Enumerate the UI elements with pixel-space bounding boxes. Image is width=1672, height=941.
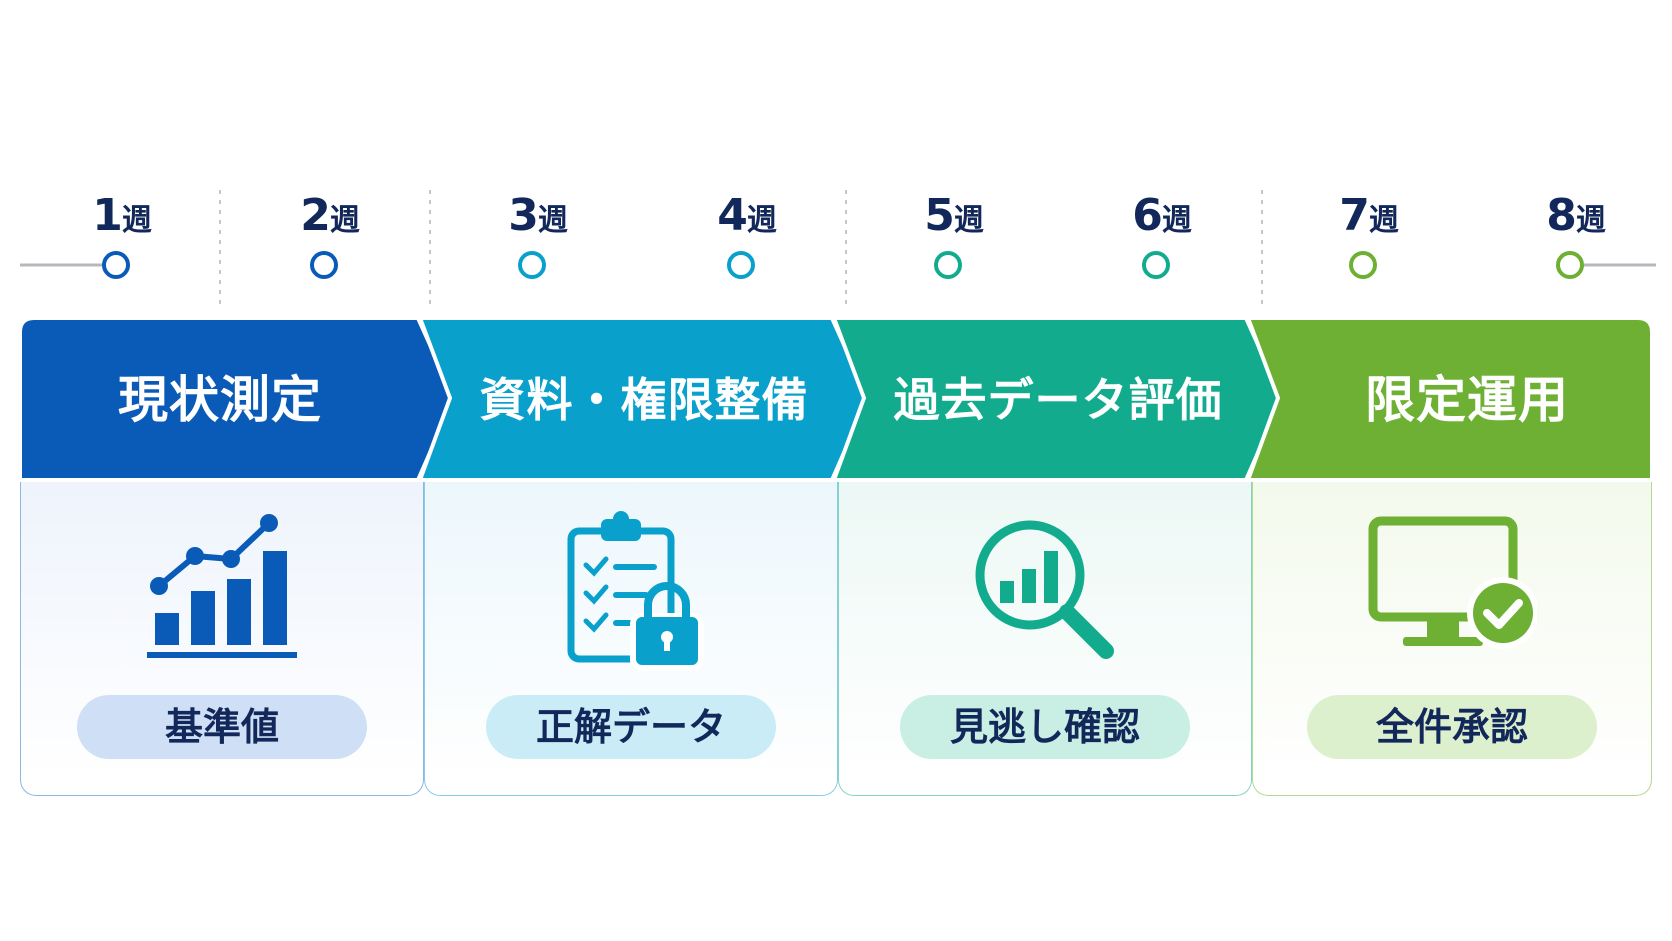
timeline-node [1349,251,1377,279]
week-number: 7 [1339,190,1370,241]
timeline-node [934,251,962,279]
week-label: 1週 [92,190,152,241]
phase-title: 資料・権限整備 [479,373,809,427]
phase-card: 過去データ評価 見逃し確認 [831,316,1285,796]
timeline-node [1556,251,1584,279]
timeline-node [727,251,755,279]
timeline-node [1142,251,1170,279]
phase-header [1245,316,1654,482]
week-label: 6週 [1132,190,1192,241]
phase-card: 資料・権限整備 正解データ [417,316,871,796]
week-number: 3 [508,190,539,241]
timeline-node [102,251,130,279]
phase-pill: 正解データ [486,695,776,759]
week-label: 3週 [508,190,568,241]
week-number: 8 [1546,190,1577,241]
magnifier-chart-icon [975,520,1114,659]
timeline-node [310,251,338,279]
week-label: 2週 [300,190,360,241]
week-unit: 週 [1368,203,1399,238]
bar-chart-trend-icon [147,514,297,658]
week-number: 5 [924,190,955,241]
week-label: 8週 [1546,190,1606,241]
phase-title: 現状測定 [118,371,322,429]
week-number: 4 [717,190,748,241]
monitor-check-icon [1368,516,1537,649]
phase-pill: 見逃し確認 [900,695,1190,759]
week-unit: 週 [537,203,568,238]
week-number: 2 [300,190,331,241]
phase-card: 限定運用 全件承認 [1245,316,1654,796]
week-unit: 週 [1575,203,1606,238]
week-label: 5週 [924,190,984,241]
week-number: 6 [1132,190,1163,241]
phase-pill: 基準値 [77,695,367,759]
phase-card: 現状測定 基準値 [18,316,457,796]
week-unit: 週 [121,203,152,238]
phase-title: 過去データ評価 [893,373,1223,427]
week-unit: 週 [953,203,984,238]
timeline-node [518,251,546,279]
phase-chevron [1245,316,1654,482]
week-unit: 週 [746,203,777,238]
clipboard-lock-icon [567,511,704,671]
week-number: 1 [92,190,123,241]
week-unit: 週 [329,203,360,238]
week-unit: 週 [1161,203,1192,238]
week-label: 4週 [717,190,777,241]
phase-pill: 全件承認 [1307,695,1597,759]
week-label: 7週 [1339,190,1399,241]
phase-title: 限定運用 [1365,371,1569,429]
